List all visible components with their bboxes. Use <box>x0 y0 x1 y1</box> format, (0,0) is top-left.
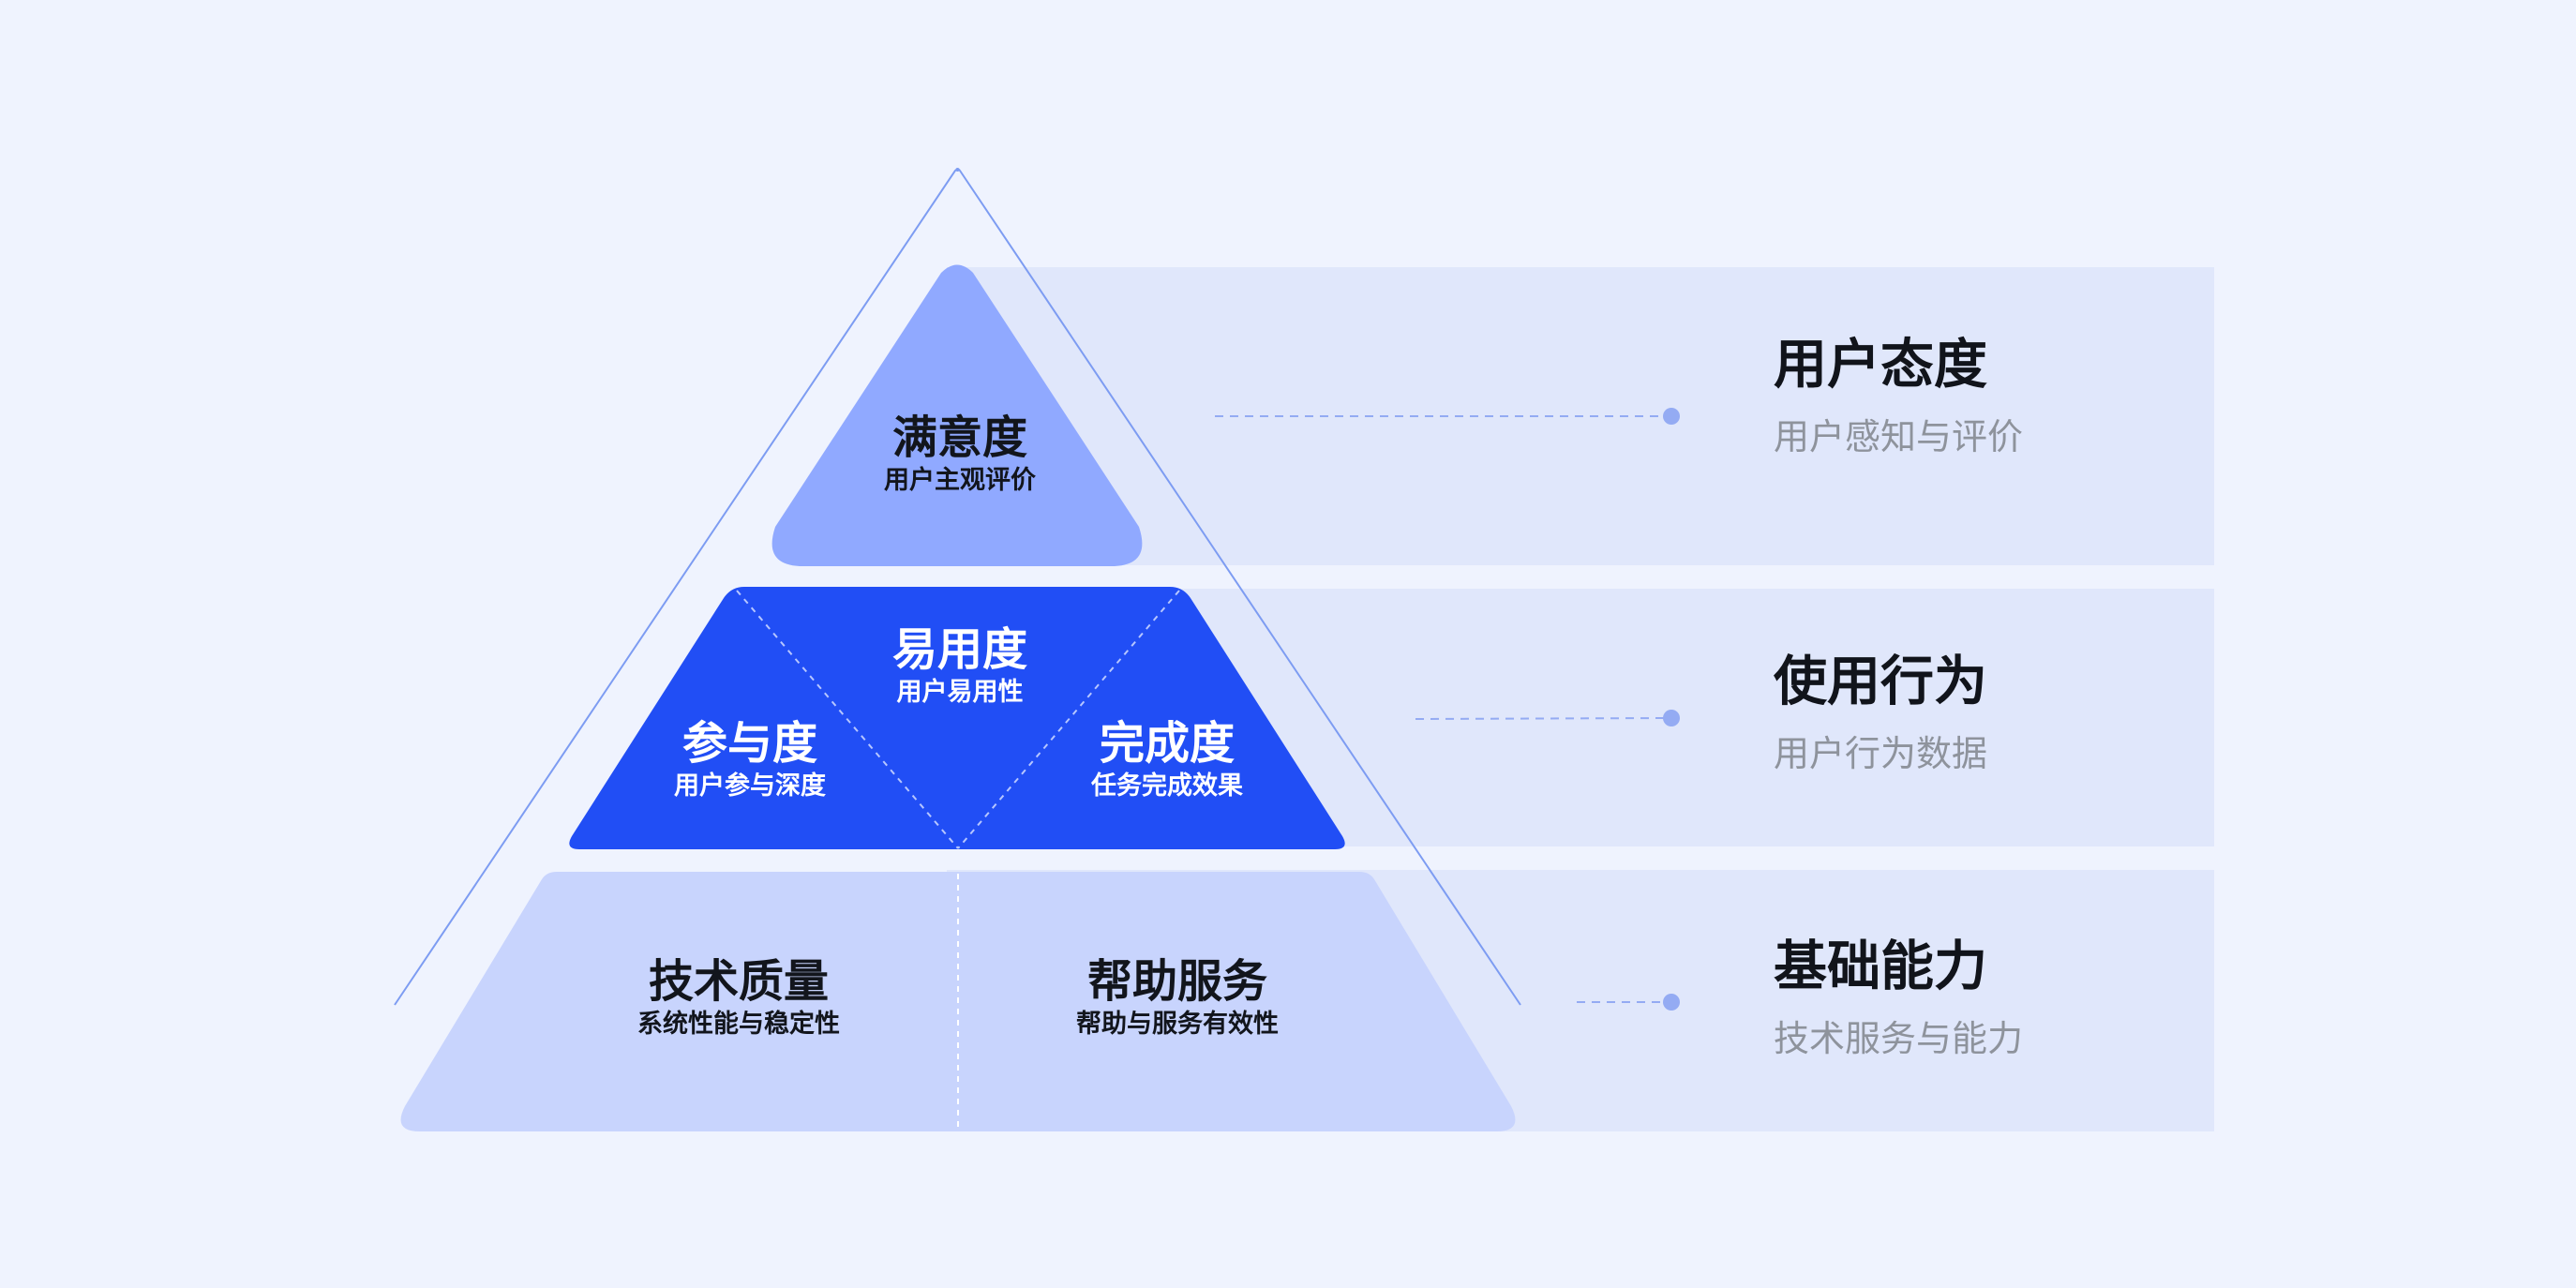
middle-right-label: 完成度 任务完成效果 <box>1091 716 1243 802</box>
connector-dot-usage-behavior <box>1663 710 1680 726</box>
help-service-subtitle: 帮助与服务有效性 <box>1076 1010 1279 1039</box>
category-subtitle: 用户感知与评价 <box>1774 416 2024 457</box>
category-usage-behavior: 使用行为 用户行为数据 <box>1774 649 1987 776</box>
category-title: 用户态度 <box>1774 334 1987 396</box>
category-title: 基础能力 <box>1774 936 1987 997</box>
engagement-title: 参与度 <box>681 717 817 770</box>
category-user-attitude: 用户态度 用户感知与评价 <box>1774 332 2023 459</box>
tech-quality-subtitle: 系统性能与稳定性 <box>637 1010 840 1039</box>
middle-tier-shape <box>569 587 1345 849</box>
middle-tier-divider-left <box>736 590 959 849</box>
bottom-left-label: 技术质量 系统性能与稳定性 <box>637 954 840 1041</box>
help-service-title: 帮助服务 <box>1086 955 1267 1008</box>
category-title: 使用行为 <box>1774 651 1987 712</box>
top-tier-shape <box>771 264 1143 566</box>
middle-center-label: 易用度 用户易用性 <box>892 622 1027 709</box>
completion-subtitle: 任务完成效果 <box>1091 771 1243 801</box>
tech-quality-title: 技术质量 <box>648 955 829 1008</box>
category-subtitle: 用户行为数据 <box>1774 733 1988 774</box>
usability-subtitle: 用户易用性 <box>896 678 1024 707</box>
category-basic-capability: 基础能力 技术服务与能力 <box>1774 934 2023 1061</box>
connector-dot-user-attitude <box>1663 408 1680 425</box>
completion-title: 完成度 <box>1099 717 1235 770</box>
engagement-subtitle: 用户参与深度 <box>674 771 826 801</box>
satisfaction-subtitle: 用户主观评价 <box>884 466 1036 495</box>
middle-left-label: 参与度 用户参与深度 <box>674 716 826 802</box>
bottom-right-label: 帮助服务 帮助与服务有效性 <box>1076 954 1279 1041</box>
top-tier-label: 满意度 用户主观评价 <box>884 411 1036 497</box>
category-subtitle: 技术服务与能力 <box>1774 1018 2024 1059</box>
connector-usage-behavior <box>1415 717 1668 720</box>
connector-dot-basic-capability <box>1663 994 1680 1011</box>
usability-title: 易用度 <box>891 623 1028 676</box>
middle-tier-divider-right <box>957 590 1180 849</box>
satisfaction-title: 满意度 <box>891 412 1027 464</box>
